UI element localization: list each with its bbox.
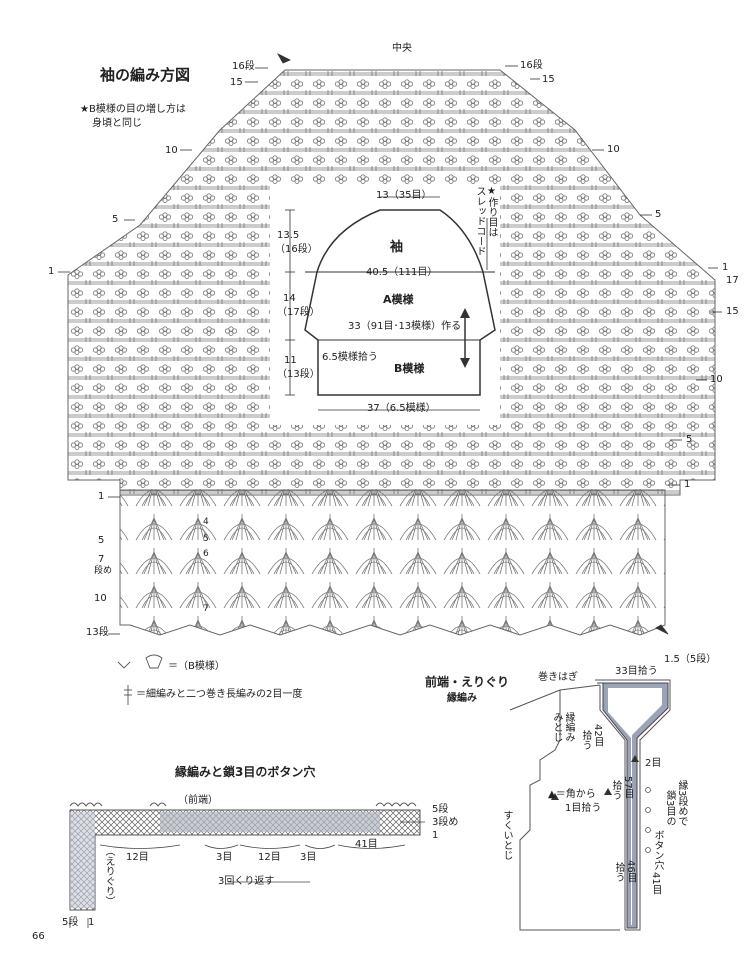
row-label: 10	[94, 593, 107, 604]
pick-33-label: 33目拾う	[615, 666, 658, 677]
row-label: 7	[98, 554, 105, 565]
bottom-5-label: 5段	[62, 917, 79, 928]
row-1-label: 1	[432, 830, 439, 841]
row-5-label: 5段	[432, 804, 449, 815]
row-label: 15	[542, 74, 555, 85]
chain-note-2: スレッドコード	[474, 186, 485, 256]
rows-label: 1.5（5段）	[664, 654, 717, 665]
center-label: 中央	[392, 43, 412, 54]
count-3b: 3目	[300, 852, 317, 863]
row-label: 5	[655, 209, 662, 220]
button-note-2: 鎖3目の	[664, 790, 675, 827]
pick-57b-label: 拾う	[610, 780, 621, 800]
pick-42b-label: 拾う	[580, 730, 591, 750]
row-label: 10	[607, 144, 620, 155]
pattern-number: 5	[203, 534, 209, 544]
row-label: 1	[48, 266, 55, 277]
repeat-note: 3回くり返す	[218, 876, 275, 887]
front-edge-subtitle: 縁編み	[447, 693, 477, 704]
row-label: 13段	[86, 627, 109, 638]
page-number: 66	[32, 931, 45, 942]
count-12a: 12目	[126, 852, 149, 863]
row-label: 5	[686, 434, 693, 445]
cap-height-label: 13.5	[277, 230, 300, 241]
row-label: 5	[98, 535, 105, 546]
pick-46b-label: 拾う	[613, 862, 624, 882]
row-label: 10	[165, 145, 178, 156]
row-label: 10	[710, 374, 723, 385]
sleeve-note-line1: ★B模様の目の増し方は	[80, 104, 186, 115]
top-width-label: 13（35目）	[376, 190, 432, 201]
pattern-a-rows: （17段）	[277, 307, 320, 318]
corner-note-1: ▲＝角から	[548, 789, 596, 800]
pattern-number: 7	[203, 604, 209, 614]
pickup-note: 6.5模様拾う	[322, 352, 378, 363]
pick-46-label: 46目	[625, 860, 636, 883]
front-edge-title: 前端・えりぐり	[425, 675, 510, 689]
count-41: 41目	[355, 839, 378, 850]
row-label: 17	[726, 275, 739, 286]
row-label: 15	[230, 77, 243, 88]
sleeve-cap-label: 袖	[390, 240, 404, 255]
upper-width-label: 40.5（111目）	[366, 267, 438, 278]
pattern-a-height: 14	[283, 293, 296, 304]
bottom-1-label: 1	[88, 917, 95, 928]
sts-41-label: 41目	[650, 872, 661, 895]
row-label: 5	[112, 214, 119, 225]
legend-symbol-note: ＝（B模様）	[168, 661, 225, 672]
cap-rows-label: （16段）	[275, 244, 318, 255]
button-note-3: ボタン穴	[652, 830, 663, 870]
buttonhole-chart-title: 縁編みと鎖3目のボタン穴	[175, 765, 316, 779]
straight-seam-note: すくいとじ	[501, 810, 512, 860]
pattern-b-rows: （13段）	[277, 369, 320, 380]
pattern-number: 6	[203, 549, 209, 559]
pick-57-label: 57目	[622, 776, 633, 799]
pick-42-label: 42目	[592, 724, 603, 747]
corner-note-2: 1目拾う	[565, 803, 602, 814]
row-label: 1	[684, 479, 691, 490]
row-label: 1	[722, 262, 729, 273]
decrease-note: 33（91目･13模様）作る	[348, 321, 462, 332]
marker-2-label: 2目	[645, 758, 662, 769]
count-3a: 3目	[216, 852, 233, 863]
row-3-label: 3段め	[432, 817, 459, 828]
side-note-2: みとじ	[551, 712, 562, 742]
row-label: 16段	[520, 60, 543, 71]
chain-note-1: ★作り目は	[486, 186, 497, 237]
sleeve-note-line2: 身頃と同じ	[92, 118, 142, 129]
side-note-1: 縁編み	[563, 712, 574, 742]
collar-label: （えりぐり）	[103, 846, 114, 906]
bottom-width-label: 37（6.5模様）	[367, 403, 436, 414]
row-label: 1	[98, 491, 105, 502]
row-label: 15	[726, 306, 739, 317]
button-note-1: 縁3段めで	[676, 780, 687, 827]
pattern-number: 4	[203, 517, 209, 527]
legend-stitch-note: ＝細編みと二つ巻き長編みの2目一度	[136, 689, 303, 700]
row-label: 段め	[94, 566, 113, 576]
sleeve-chart-title: 袖の編み方図	[100, 66, 191, 84]
pattern-a-label: A模様	[383, 293, 414, 306]
pattern-b-height: 11	[284, 355, 297, 366]
rolled-edge-label: 巻きはぎ	[538, 672, 578, 683]
row-label: 16段	[232, 61, 255, 72]
count-12b: 12目	[258, 852, 281, 863]
front-band-label: （前端）	[178, 795, 218, 806]
pattern-b-label: B模様	[394, 362, 425, 375]
